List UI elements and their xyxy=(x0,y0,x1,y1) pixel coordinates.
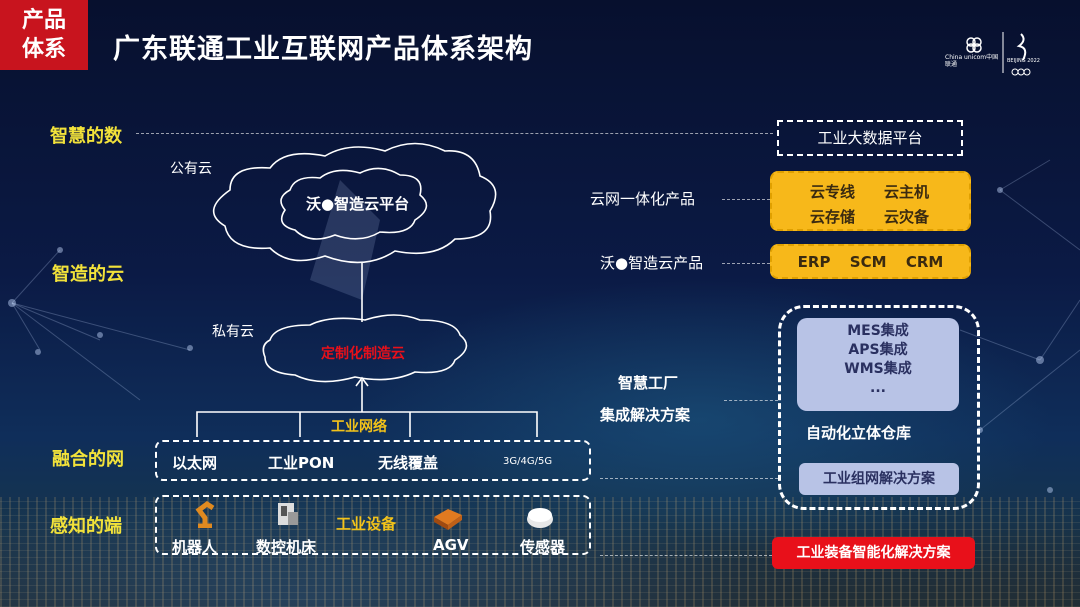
private-cloud-label: 私有云 xyxy=(212,324,254,340)
integration-item: ... xyxy=(870,380,886,396)
public-cloud-label: 公有云 xyxy=(170,161,212,177)
cloudnet-connector xyxy=(722,199,770,200)
product-item: CRM xyxy=(905,252,944,271)
device-title: 工业设备 xyxy=(336,515,397,533)
layer-label-terminal: 感知的端 xyxy=(50,516,122,537)
network-box xyxy=(155,440,591,481)
networking-connector xyxy=(600,478,778,479)
private-cloud-name: 定制化制造云 xyxy=(321,346,405,362)
layer-label-data: 智慧的数 xyxy=(50,126,122,147)
product-item: 云灾备 xyxy=(884,208,930,226)
product-item: ERP xyxy=(797,252,831,271)
product-item: 云专线 xyxy=(810,183,856,201)
bigdata-platform-box: 工业大数据平台 xyxy=(777,120,963,156)
layer-label-cloud: 智造的云 xyxy=(52,264,124,285)
device-label: AGV xyxy=(433,536,469,554)
public-cloud-shape xyxy=(212,142,497,264)
wo-connector xyxy=(722,263,770,264)
logo-area: China unicom中国联通 BEIJING 2022 xyxy=(945,28,1060,88)
inner-cloud-shape xyxy=(280,167,428,240)
device-label: 数控机床 xyxy=(256,538,317,556)
integration-item: WMS集成 xyxy=(844,361,912,377)
unicom-logo-icon xyxy=(966,32,1031,76)
networking-solution-box: 工业组网解决方案 xyxy=(799,463,959,495)
unicom-logo-text: China unicom中国联通 xyxy=(945,54,999,68)
beijing-logo-text: BEIJING 2022 xyxy=(1007,58,1040,64)
network-title: 工业网络 xyxy=(331,419,387,435)
product-item: SCM xyxy=(849,252,887,271)
sensor-icon xyxy=(527,508,553,528)
network-item: 以太网 xyxy=(172,454,218,472)
smart-factory-label: 智慧工厂 xyxy=(618,374,679,392)
equipment-connector xyxy=(600,555,772,556)
layer-label-network: 融合的网 xyxy=(52,449,124,470)
integration-item: APS集成 xyxy=(848,342,908,358)
cloudnet-products-box: 云专线 云主机 云存储 云灾备 xyxy=(770,171,971,231)
network-item: 无线覆盖 xyxy=(378,454,439,472)
section-tag: 产品 体系 xyxy=(0,0,88,70)
divider-data xyxy=(136,133,773,134)
device-box xyxy=(155,495,591,555)
cloudnet-label: 云网一体化产品 xyxy=(590,190,696,208)
product-item: 云主机 xyxy=(884,183,930,201)
page-title: 广东联通工业互联网产品体系架构 xyxy=(113,34,533,65)
warehouse-label: 自动化立体仓库 xyxy=(806,424,912,442)
wo-products-label: 沃●智造云产品 xyxy=(600,254,704,272)
private-cloud-shape xyxy=(262,314,468,383)
smart-factory-box xyxy=(778,305,980,510)
robot-arm-icon xyxy=(195,500,215,528)
cnc-machine-icon xyxy=(278,503,298,525)
integration-item: MES集成 xyxy=(847,323,909,339)
network-item: 3G/4G/5G xyxy=(503,456,553,467)
section-tag-line2: 体系 xyxy=(21,37,66,62)
smart-factory-sublabel: 集成解决方案 xyxy=(600,406,691,424)
section-tag-line1: 产品 xyxy=(21,8,66,33)
device-label: 传感器 xyxy=(520,538,566,556)
equipment-solution-box: 工业装备智能化解决方案 xyxy=(772,537,975,569)
public-cloud-name: 沃●智造云平台 xyxy=(306,195,410,213)
product-item: 云存储 xyxy=(810,208,856,226)
wo-products-box: ERP SCM CRM xyxy=(770,244,971,279)
network-item: 工业PON xyxy=(268,454,335,472)
device-label: 机器人 xyxy=(172,538,218,556)
agv-icon xyxy=(434,509,462,530)
factory-connector xyxy=(724,400,778,401)
integration-panel: MES集成 APS集成 WMS集成 ... xyxy=(797,318,959,411)
